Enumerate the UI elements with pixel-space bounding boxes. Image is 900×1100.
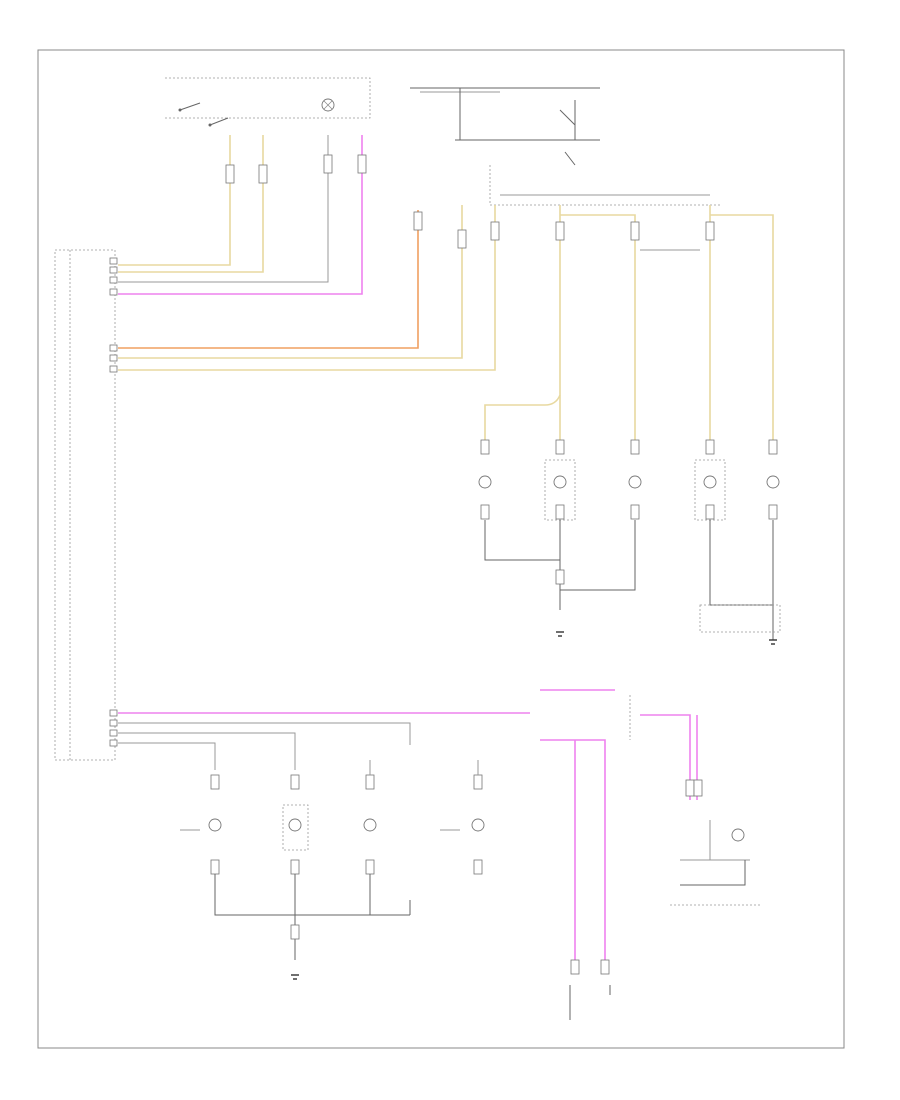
bcm-connector-pins-lower bbox=[109, 709, 118, 747]
body-control-module bbox=[54, 249, 118, 761]
switch-wires bbox=[118, 135, 367, 295]
ground-symbols-right bbox=[556, 631, 777, 645]
lamp-3-icon bbox=[628, 475, 642, 489]
door-switch-wires bbox=[118, 712, 530, 770]
lamp-5-icon bbox=[766, 475, 780, 489]
fuse-block bbox=[410, 87, 600, 166]
lamp-return-wires bbox=[484, 520, 781, 640]
diagram-frame bbox=[37, 49, 845, 1049]
lamp-2-icon bbox=[553, 475, 567, 489]
door-switch-4-icon bbox=[471, 818, 485, 832]
lamp-4-icon bbox=[703, 475, 717, 489]
lamp-6-icon bbox=[731, 828, 745, 842]
courtesy-lamp-feeds bbox=[484, 205, 774, 440]
headlamp-switch-assembly bbox=[165, 77, 371, 127]
bcm-connector-pins-upper bbox=[109, 257, 118, 373]
courtesy-lamp-row bbox=[478, 439, 780, 521]
door-switch-returns bbox=[214, 874, 411, 980]
feed-wires bbox=[118, 205, 500, 371]
lamp-1-icon bbox=[478, 475, 492, 489]
data-link-wiring bbox=[540, 689, 703, 1020]
door-switch-row bbox=[180, 760, 485, 875]
door-switch-1-icon bbox=[208, 818, 222, 832]
courtesy-lamp-lower-right bbox=[670, 820, 760, 906]
relay-bus bbox=[489, 165, 720, 206]
door-switch-2-icon bbox=[288, 818, 302, 832]
door-switch-3-icon bbox=[363, 818, 377, 832]
